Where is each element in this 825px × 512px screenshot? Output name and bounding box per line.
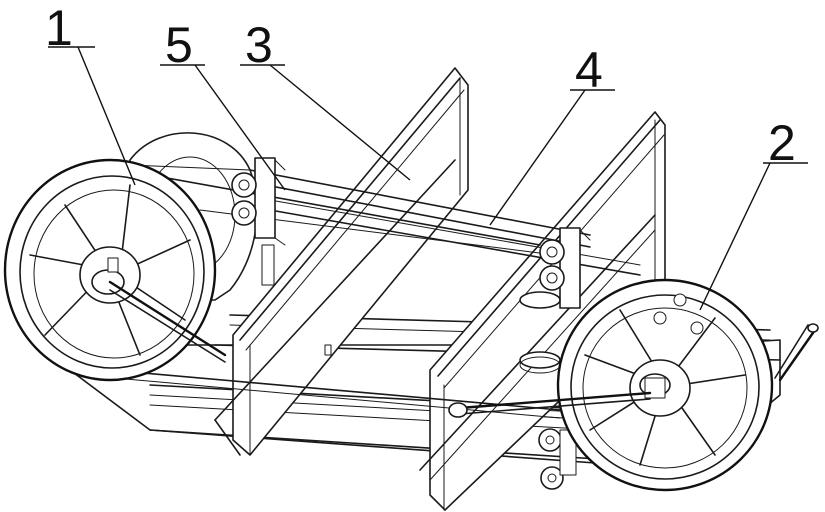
right-pulley — [558, 280, 772, 490]
callout-1: 1 — [45, 0, 135, 185]
right-shaft — [775, 324, 818, 380]
callout-2: 2 — [700, 115, 808, 310]
